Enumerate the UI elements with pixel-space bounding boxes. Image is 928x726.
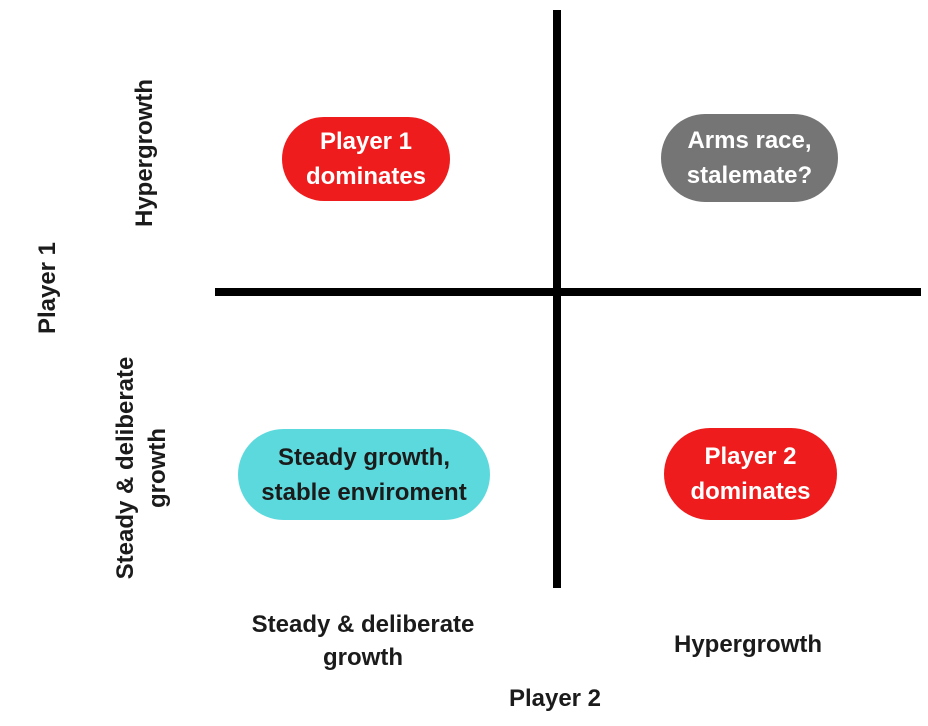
quadrant-pill-top-right: Arms race, stalemate? bbox=[661, 114, 838, 202]
y-axis-top-label: Hypergrowth bbox=[131, 79, 158, 228]
x-axis-title: Player 2 bbox=[508, 685, 602, 712]
horizontal-axis-line bbox=[215, 288, 921, 296]
quadrant-pill-top-left: Player 1 dominates bbox=[282, 117, 450, 201]
pill-text-line: Arms race, bbox=[687, 127, 812, 154]
pill-text-line: dominates bbox=[305, 163, 427, 190]
pill-text-line: stalemate? bbox=[686, 162, 813, 189]
pill-text-line: stable enviroment bbox=[261, 478, 467, 506]
x-axis-left-label-line2: growth bbox=[323, 644, 403, 671]
y-axis-bottom-label-line2: growth bbox=[144, 428, 171, 508]
x-axis-left-label: Steady & deliberate growth bbox=[213, 608, 513, 674]
y-axis-bottom-label-line1: Steady & deliberate bbox=[112, 356, 139, 580]
y-axis-title: Player 1 bbox=[34, 241, 61, 335]
pill-text-line: Player 2 bbox=[704, 443, 797, 470]
pill-text-line: Steady growth, bbox=[277, 443, 451, 471]
quadrant-pill-bottom-left: Steady growth, stable enviroment bbox=[238, 429, 490, 520]
pill-text-line: Player 1 bbox=[319, 128, 413, 155]
vertical-axis-line bbox=[553, 10, 561, 588]
x-axis-left-label-line1: Steady & deliberate bbox=[251, 611, 475, 638]
quadrant-pill-bottom-right: Player 2 dominates bbox=[664, 428, 837, 520]
x-axis-right-label: Hypergrowth bbox=[673, 631, 822, 658]
pill-text-line: dominates bbox=[690, 478, 811, 505]
y-axis-bottom-label: Steady & deliberate growth bbox=[110, 343, 174, 593]
